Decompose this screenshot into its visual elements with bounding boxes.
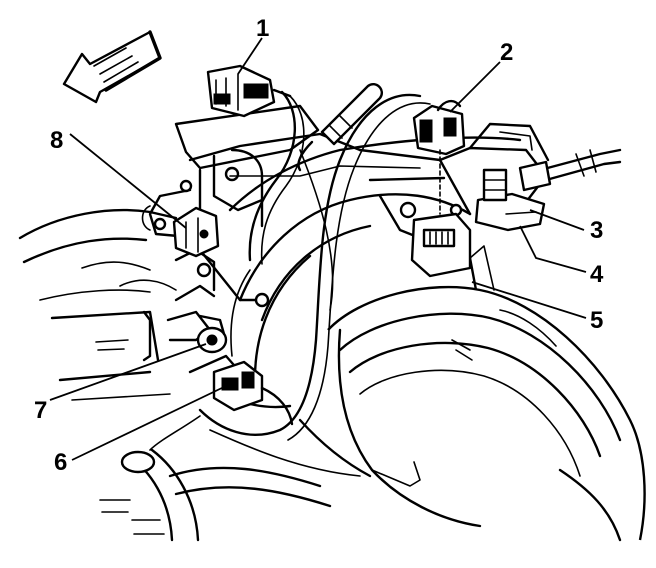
component-7-sensor [196, 314, 228, 354]
callout-5: 5 [590, 307, 603, 334]
engine-block-outline [18, 208, 178, 401]
component-3-bracket [474, 148, 622, 232]
air-intake-duct [298, 285, 646, 542]
forward-arrow-icon [62, 30, 162, 104]
lower-hose [99, 429, 361, 542]
component-8-connector [172, 206, 220, 258]
component-6-connector [212, 360, 294, 426]
component-2-connector [412, 99, 466, 156]
callout-3: 3 [590, 217, 603, 244]
callout-8: 8 [50, 127, 63, 154]
leader-lines [49, 37, 587, 461]
callout-2: 2 [500, 39, 513, 66]
component-5-sensor [410, 149, 472, 278]
callout-1: 1 [256, 15, 269, 42]
cable-end-top [297, 83, 383, 172]
component-1-connector [206, 64, 292, 118]
callout-7: 7 [34, 397, 47, 424]
callout-6: 6 [54, 449, 67, 476]
throttle-body-housing [141, 104, 550, 402]
callout-4: 4 [590, 261, 604, 288]
